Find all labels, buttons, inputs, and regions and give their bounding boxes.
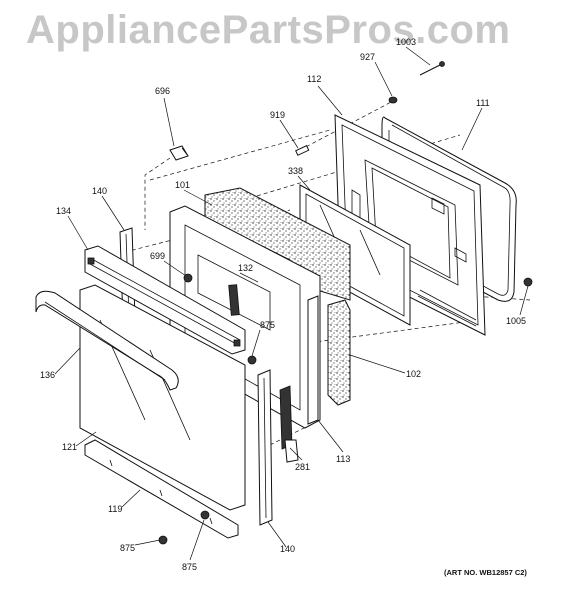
label-119: 119 bbox=[108, 504, 122, 514]
label-875-bottom: 875 bbox=[182, 562, 197, 572]
label-140-top: 140 bbox=[92, 186, 107, 196]
part-119-bottom-trim bbox=[84, 439, 239, 539]
label-927: 927 bbox=[360, 52, 375, 62]
label-101: 101 bbox=[175, 180, 190, 190]
label-140-bottom: 140 bbox=[280, 544, 295, 554]
part-134-vent-trim bbox=[84, 245, 246, 355]
leader-lines bbox=[54, 46, 529, 561]
label-134: 134 bbox=[56, 206, 71, 216]
label-111: 111 bbox=[476, 98, 490, 108]
art-number: (ART NO. WB12857 C2) bbox=[444, 568, 527, 577]
label-338: 338 bbox=[288, 166, 303, 176]
label-699: 699 bbox=[150, 251, 165, 261]
part-140-side-channel-bottom bbox=[257, 369, 273, 526]
label-112: 112 bbox=[307, 74, 321, 84]
watermark: AppliancePartsPros.com bbox=[26, 8, 511, 52]
label-136: 136 bbox=[40, 370, 55, 380]
label-1005: 1005 bbox=[506, 316, 526, 326]
label-132: 132 bbox=[238, 263, 253, 273]
label-121: 121 bbox=[62, 442, 77, 452]
part-136-door-handle bbox=[35, 290, 179, 391]
label-875-mid: 875 bbox=[260, 320, 275, 330]
label-113: 113 bbox=[336, 454, 350, 464]
part-labels: 1003 927 112 111 696 919 338 101 140 134… bbox=[40, 37, 526, 572]
label-919: 919 bbox=[270, 110, 285, 120]
part-281-hinge bbox=[279, 385, 299, 463]
label-1003: 1003 bbox=[396, 37, 416, 47]
part-102-hinge-bracket bbox=[307, 295, 351, 425]
label-102: 102 bbox=[406, 369, 421, 379]
label-281: 281 bbox=[295, 462, 310, 472]
label-696: 696 bbox=[155, 86, 170, 96]
label-875-bottom-left: 875 bbox=[120, 543, 135, 553]
